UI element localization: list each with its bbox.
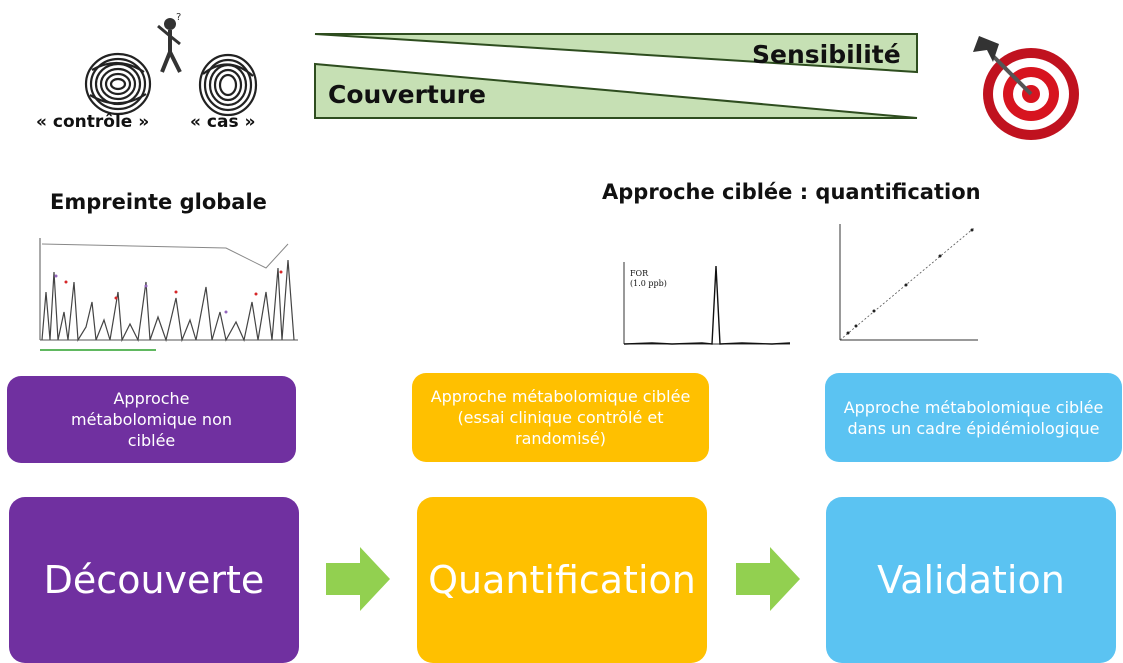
chromatogram-peak-label: FOR xyxy=(630,269,649,278)
calibration-curve-thumbnail xyxy=(814,218,984,360)
description-non-ciblee-text: Approche métabolomique non ciblée xyxy=(70,389,232,450)
description-box-ciblee-clinique: Approche métabolomique ciblée (essai cli… xyxy=(412,373,709,462)
label-controle: « contrôle » xyxy=(36,112,150,132)
thinking-figure-icon: ? xyxy=(157,12,182,73)
heading-empreinte: Empreinte globale xyxy=(50,190,267,214)
chromatogram-global-thumbnail xyxy=(26,232,306,360)
description-ciblee-clinique-text: Approche métabolomique ciblée (essai cli… xyxy=(430,387,691,448)
stage-quantification: Quantification xyxy=(417,497,707,663)
couverture-label: Couverture xyxy=(328,80,486,109)
stage-decouverte-label: Découverte xyxy=(43,558,265,602)
chromatogram-targeted-thumbnail: FOR (1.0 ppb) xyxy=(612,256,794,352)
description-box-non-ciblee: Approche métabolomique non ciblée xyxy=(7,376,296,463)
description-box-ciblee-epidemio: Approche métabolomique ciblée dans un ca… xyxy=(825,373,1122,462)
arrow-right-icon xyxy=(736,547,800,611)
stage-quantification-label: Quantification xyxy=(428,558,696,602)
label-cas: « cas » xyxy=(190,112,256,132)
target-icon xyxy=(973,36,1079,140)
fingerprint-case-icon xyxy=(198,53,258,117)
sensitivity-coverage-wedges xyxy=(314,33,918,119)
fingerprint-control-icon xyxy=(84,52,152,116)
sensitivity-wedge xyxy=(314,33,918,74)
svg-text:(1.0 ppb): (1.0 ppb) xyxy=(630,279,667,288)
coverage-wedge xyxy=(314,62,918,119)
heading-ciblee: Approche ciblée : quantification xyxy=(602,180,981,204)
sensibilite-label: Sensibilité xyxy=(752,40,901,69)
arrow-right-icon xyxy=(326,547,390,611)
stage-decouverte: Découverte xyxy=(9,497,299,663)
stage-validation: Validation xyxy=(826,497,1116,663)
description-ciblee-epidemio-text: Approche métabolomique ciblée dans un ca… xyxy=(843,397,1104,438)
svg-text:?: ? xyxy=(176,12,181,23)
stage-validation-label: Validation xyxy=(877,558,1065,602)
